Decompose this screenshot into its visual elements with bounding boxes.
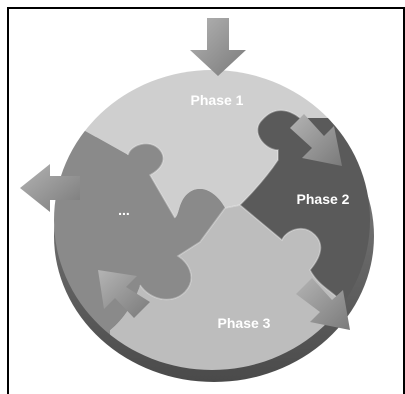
phase-3-label: Phase 3 — [218, 315, 271, 331]
arrow-down-right-icon — [296, 278, 350, 330]
frame-border-right — [403, 7, 405, 394]
frame-border-top — [7, 7, 404, 9]
arrow-up-left-icon — [98, 270, 150, 318]
arrow-right-down-icon — [290, 114, 342, 166]
frame-border-left — [7, 7, 9, 388]
puzzle-pieces — [54, 70, 370, 370]
arrow-top-down-icon — [190, 18, 246, 76]
ellipsis-label: ... — [118, 202, 130, 218]
frame-border-bottom — [7, 386, 9, 394]
phase-2-label: Phase 2 — [297, 191, 350, 207]
phase-1-label: Phase 1 — [191, 92, 244, 108]
seam-lines — [127, 109, 341, 301]
arrow-left-icon — [20, 164, 80, 212]
